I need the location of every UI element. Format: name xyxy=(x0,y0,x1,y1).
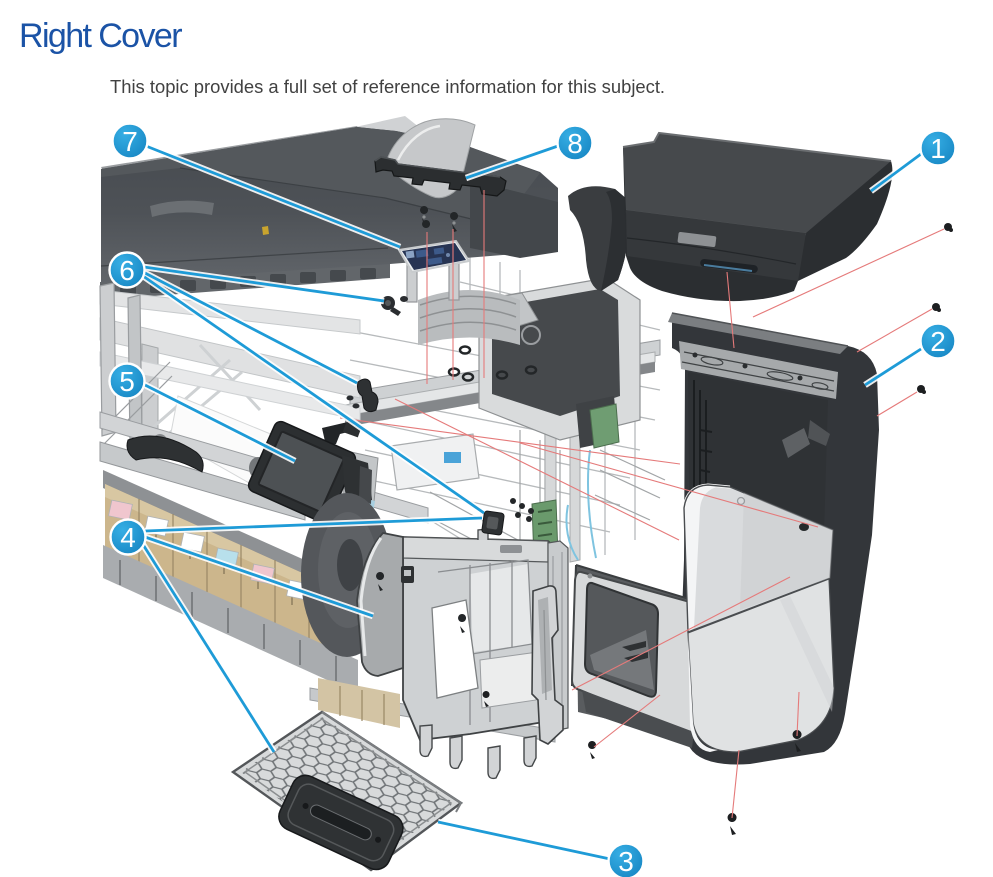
svg-text:5: 5 xyxy=(119,366,135,397)
svg-text:7: 7 xyxy=(122,126,138,157)
svg-text:3: 3 xyxy=(618,846,634,877)
svg-text:8: 8 xyxy=(567,128,583,159)
svg-text:4: 4 xyxy=(120,522,136,553)
svg-text:6: 6 xyxy=(119,255,135,286)
svg-text:2: 2 xyxy=(930,326,946,357)
svg-text:1: 1 xyxy=(930,133,946,164)
